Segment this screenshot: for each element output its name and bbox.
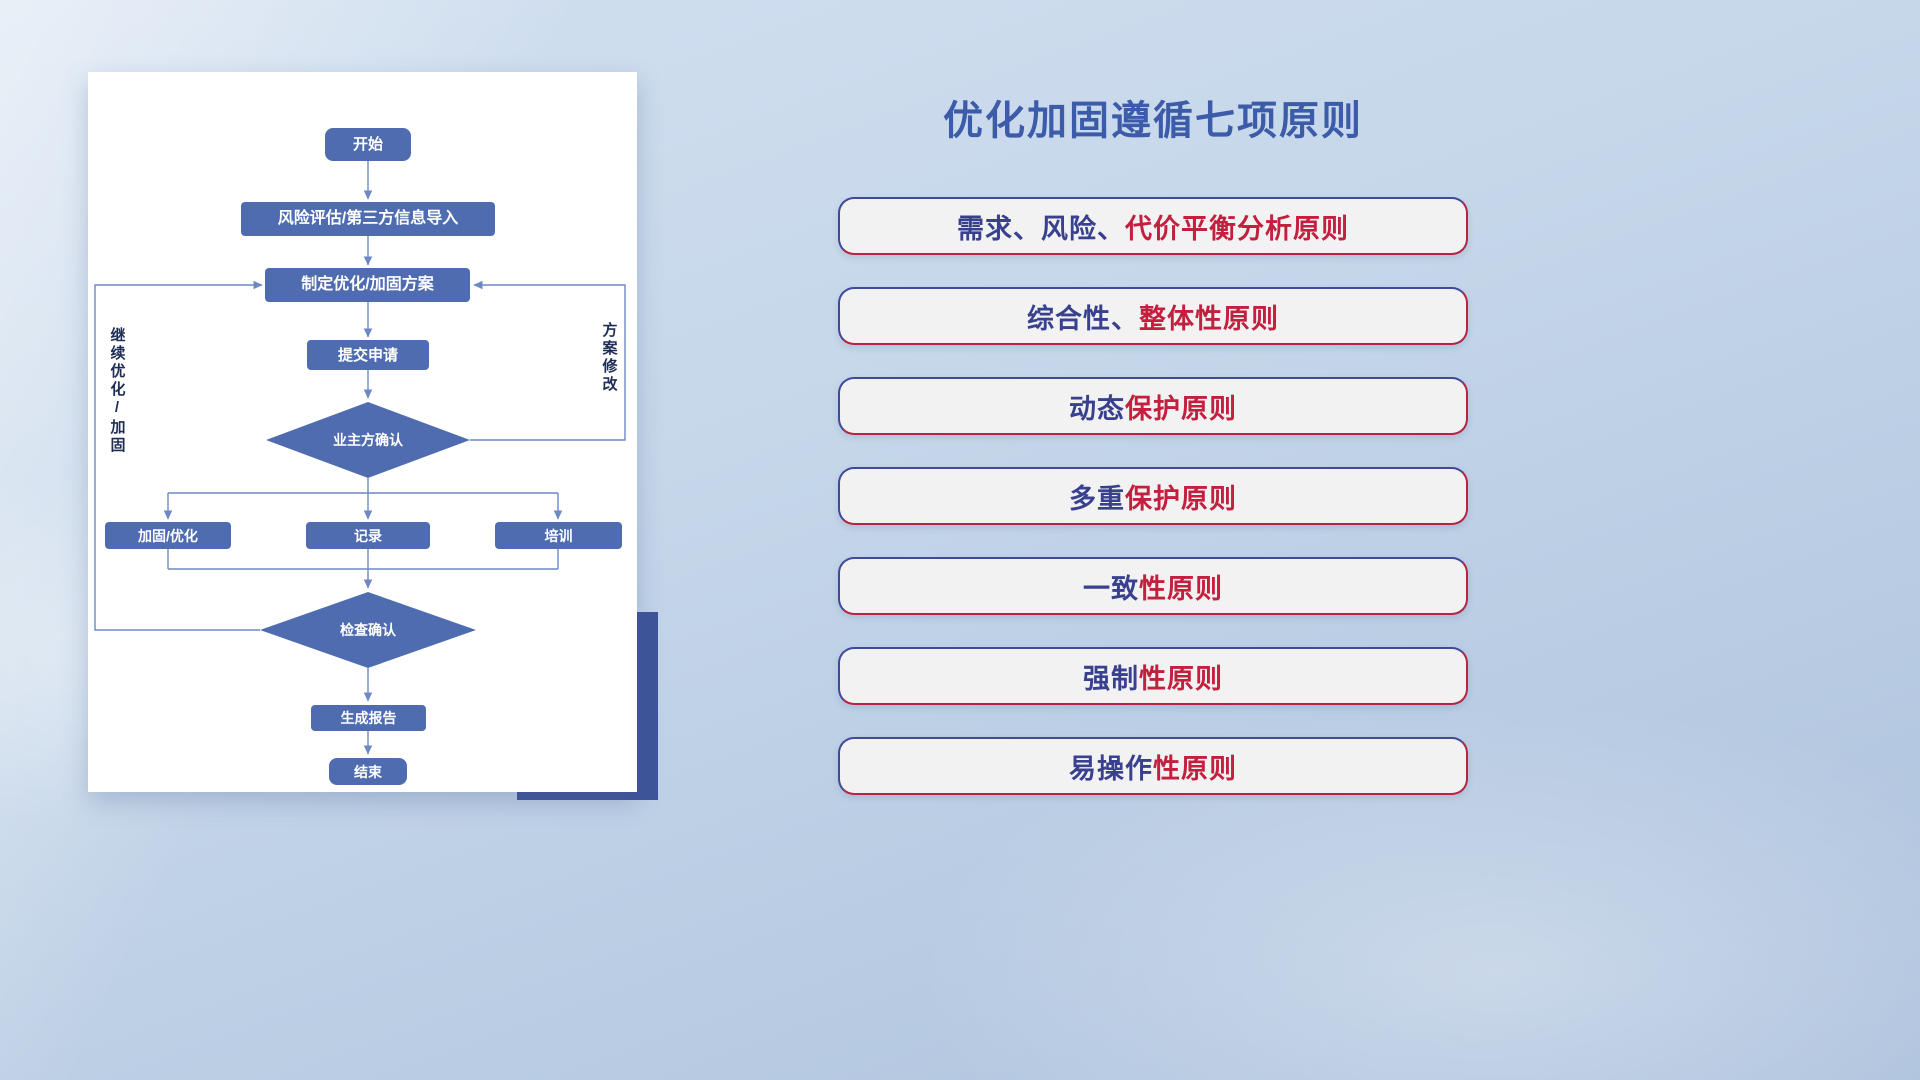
flow-node-submit-application: 提交申请 [307, 340, 429, 370]
principle-item-mandatory: 强制性原则 [838, 647, 1468, 705]
flow-node-reinforce-optimize: 加固/优化 [105, 522, 231, 549]
flow-node-risk-assessment: 风险评估/第三方信息导入 [241, 202, 495, 236]
page-title: 优化加固遵循七项原则 [943, 99, 1363, 143]
principle-text-primary: 易操作 [1069, 753, 1153, 784]
principle-text-accent: 保护原则 [1125, 393, 1237, 424]
principle-item-multiple-protection: 多重保护原则 [838, 467, 1468, 525]
principle-item-dynamic-protection: 动态保护原则 [838, 377, 1468, 435]
flow-edge-label-continue-optimize: 继续优化/加固 [108, 327, 126, 455]
flowchart: 开始 风险评估/第三方信息导入 制定优化/加固方案 提交申请 业主方确认 加固/… [88, 72, 637, 792]
flow-node-check-confirm: 检查确认 [340, 622, 396, 638]
principle-text-accent: 性原则 [1139, 663, 1223, 694]
flow-node-start: 开始 [325, 128, 411, 161]
principle-text-primary: 需求、风险、 [957, 213, 1125, 244]
principle-item-comprehensive: 综合性、整体性原则 [838, 287, 1468, 345]
principle-text-primary: 多重 [1069, 483, 1125, 514]
flow-node-record: 记录 [306, 522, 430, 549]
principle-item-balance-analysis: 需求、风险、代价平衡分析原则 [838, 197, 1468, 255]
flowchart-connectors [94, 161, 626, 755]
principle-text-primary: 综合性、 [1027, 303, 1139, 334]
principle-item-operability: 易操作性原则 [838, 737, 1468, 795]
flow-node-end: 结束 [329, 758, 407, 785]
principle-text-accent: 性原则 [1153, 753, 1237, 784]
principle-text-primary: 一致 [1083, 573, 1139, 604]
principle-text-accent: 代价平衡分析原则 [1125, 213, 1349, 244]
principle-text-accent: 保护原则 [1125, 483, 1237, 514]
principle-text-primary: 动态 [1069, 393, 1125, 424]
flow-node-make-plan: 制定优化/加固方案 [265, 268, 470, 302]
principles-list: 需求、风险、代价平衡分析原则 综合性、整体性原则 动态保护原则 多重保护原则 一… [838, 197, 1468, 795]
principle-text-accent: 整体性原则 [1139, 303, 1279, 334]
principle-item-consistency: 一致性原则 [838, 557, 1468, 615]
flow-node-generate-report: 生成报告 [311, 705, 426, 731]
principle-text-primary: 强制 [1083, 663, 1139, 694]
flowchart-card: 开始 风险评估/第三方信息导入 制定优化/加固方案 提交申请 业主方确认 加固/… [88, 72, 637, 792]
principle-text-accent: 性原则 [1139, 573, 1223, 604]
flow-edge-label-plan-revision: 方案修改 [600, 322, 618, 394]
flow-node-training: 培训 [495, 522, 622, 549]
flow-node-owner-confirm: 业主方确认 [333, 432, 403, 448]
